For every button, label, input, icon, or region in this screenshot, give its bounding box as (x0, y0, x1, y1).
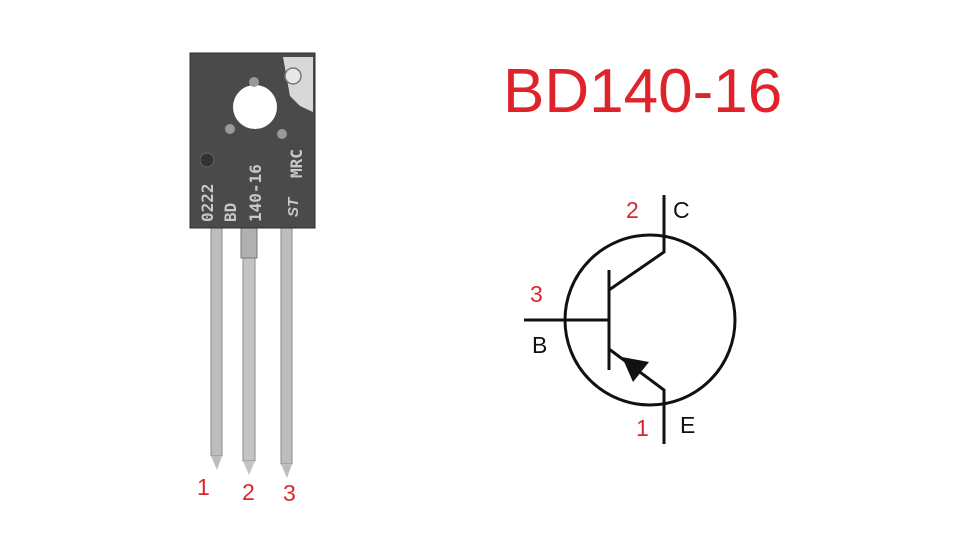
part-number-title: BD140-16 (503, 57, 783, 126)
collector-lead (608, 195, 666, 292)
lead-2 (242, 225, 256, 462)
lead-1 (210, 225, 223, 457)
marking-line-4: MRC (287, 149, 306, 178)
marking-line-1: 0222 (198, 183, 217, 222)
mounting-hole (233, 85, 277, 129)
emitter-arrow-icon (622, 357, 649, 382)
base-label: B (532, 332, 548, 358)
collector-pin-number: 2 (626, 197, 639, 223)
package-pin-1-label: 1 (197, 474, 210, 500)
marking-line-3: 140-16 (246, 164, 265, 222)
emitter-pin-number: 1 (636, 415, 649, 441)
st-logo: ST (285, 196, 302, 217)
emitter-label: E (680, 412, 696, 438)
package-pin-2-label: 2 (242, 479, 255, 505)
marking-line-2: BD (221, 203, 240, 222)
package-pin-3-label: 3 (283, 480, 296, 506)
transistor-package (189, 52, 316, 478)
base-pin-number: 3 (530, 281, 543, 307)
pnp-transistor-symbol (524, 195, 737, 444)
lead-3 (280, 225, 293, 465)
collector-label: C (673, 197, 690, 223)
